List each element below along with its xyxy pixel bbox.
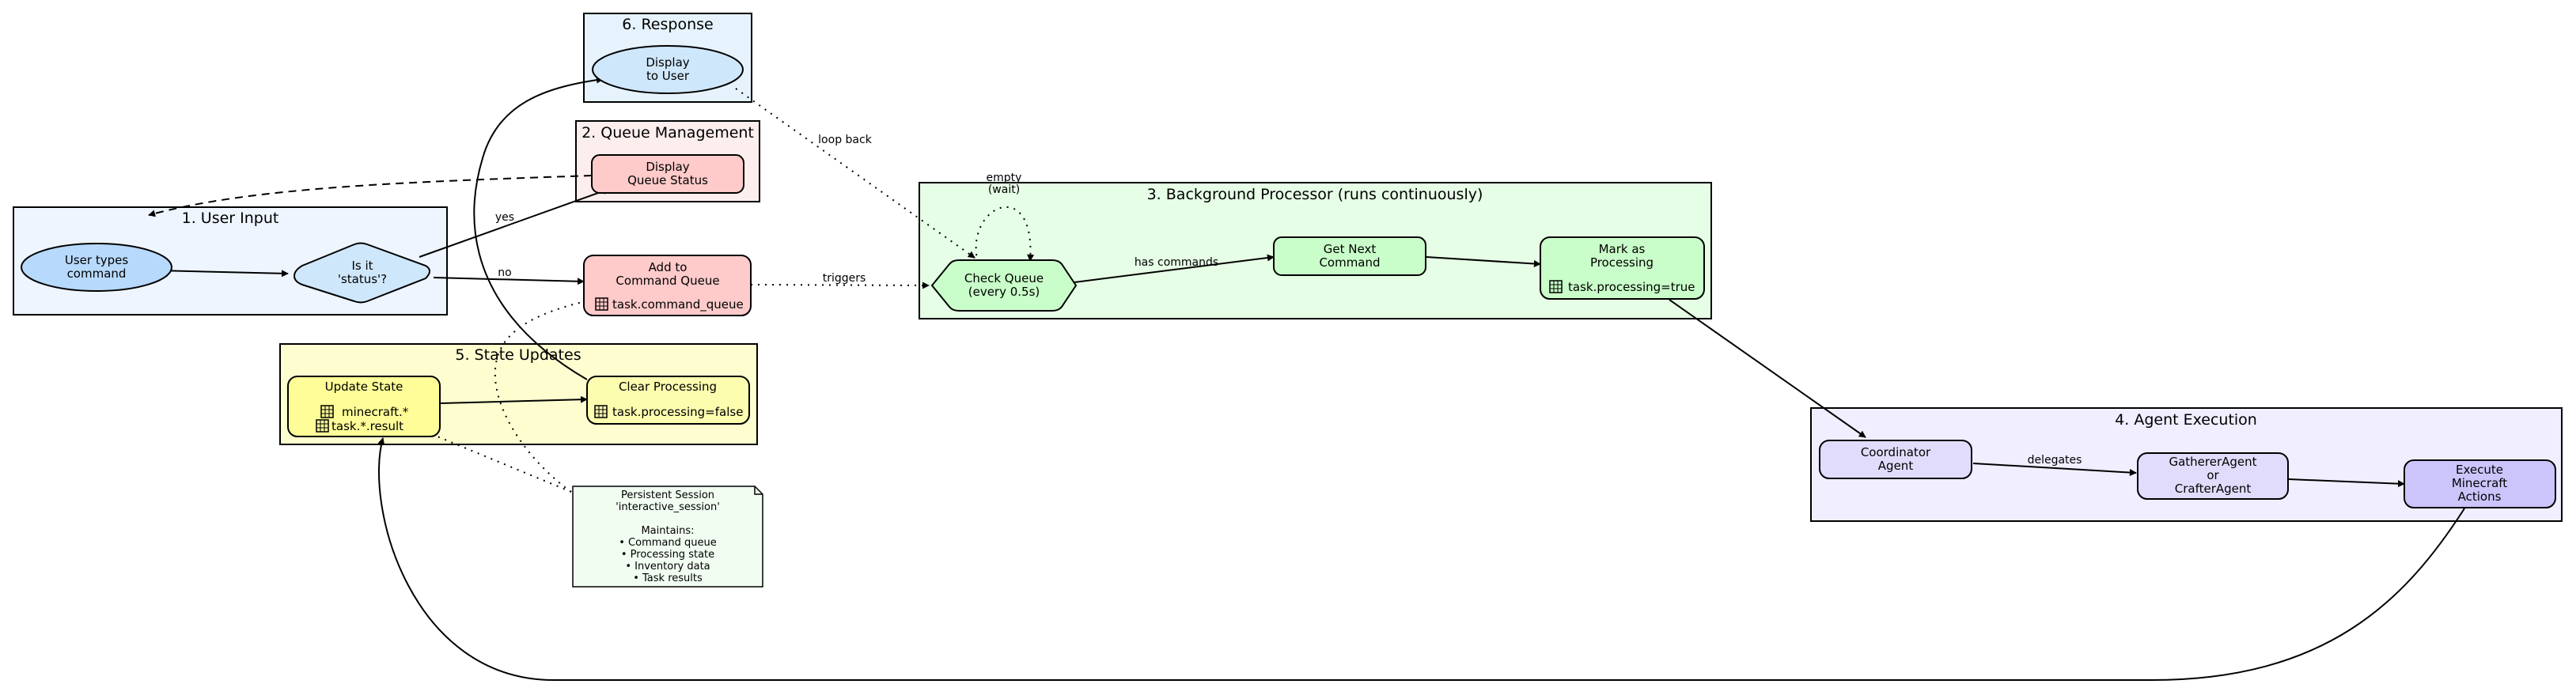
cluster-state-updates-title: 5. State Updates	[455, 346, 581, 364]
svg-text:Is it: Is it	[351, 259, 373, 273]
svg-text:Persistent Session: Persistent Session	[621, 489, 714, 501]
label-loop-back: loop back	[818, 134, 873, 146]
label-delegates: delegates	[2028, 454, 2082, 467]
edge-no	[433, 277, 585, 285]
label-has-commands: has commands	[1135, 256, 1218, 269]
cluster-background-processor-title: 3. Background Processor (runs continuous…	[1147, 186, 1483, 203]
edge-empty-loop	[975, 206, 1035, 263]
cluster-user-input-title: 1. User Input	[182, 210, 279, 227]
edge-delegates	[1972, 463, 2137, 477]
node-update-state: Update State minecraft.* task.*.result	[287, 376, 441, 437]
svg-text:• Processing state: • Processing state	[621, 549, 714, 561]
cluster-agent-execution-title: 4. Agent Execution	[2115, 411, 2257, 429]
edge-get-to-mark	[1426, 256, 1541, 267]
svg-text:(every 0.5s): (every 0.5s)	[968, 285, 1040, 299]
svg-text:task.*.result: task.*.result	[331, 419, 403, 433]
node-user-types-command: User types command	[21, 243, 172, 292]
svg-text:• Command queue: • Command queue	[619, 537, 716, 549]
svg-text:'status'?: 'status'?	[338, 272, 387, 286]
svg-text:Command: Command	[1319, 255, 1380, 270]
edge-gatherer-to-execute	[2288, 478, 2405, 488]
database-icon	[1549, 280, 1563, 293]
node-display-queue-status: Display Queue Status	[591, 154, 744, 194]
edge-mark-to-coordinator	[1669, 299, 1866, 438]
svg-text:CrafterAgent: CrafterAgent	[2175, 482, 2252, 496]
svg-text:Command Queue: Command Queue	[616, 274, 719, 288]
svg-text:Coordinator: Coordinator	[1861, 445, 1931, 459]
database-icon	[594, 405, 608, 418]
svg-text:minecraft.*: minecraft.*	[342, 405, 409, 419]
svg-text:Check Queue: Check Queue	[964, 271, 1044, 285]
svg-text:Execute: Execute	[2456, 463, 2503, 477]
cluster-queue-management-title: 2. Queue Management	[581, 124, 754, 142]
edge-clear-to-display	[473, 76, 604, 380]
svg-text:Update State: Update State	[325, 380, 403, 394]
edge-execute-to-update	[377, 437, 2465, 681]
label-triggers: triggers	[823, 272, 866, 285]
svg-text:Minecraft: Minecraft	[2452, 476, 2507, 490]
edge-note-to-queue	[494, 300, 590, 493]
svg-text:Actions: Actions	[2458, 489, 2502, 504]
svg-text:Display: Display	[646, 55, 689, 70]
svg-text:• Inventory data: • Inventory data	[625, 561, 710, 573]
svg-text:Mark as: Mark as	[1599, 242, 1646, 256]
node-coordinator-agent: Coordinator Agent	[1819, 440, 1972, 479]
svg-text:'interactive_session': 'interactive_session'	[616, 501, 720, 513]
edges	[124, 76, 2465, 681]
label-empty: empty	[987, 172, 1022, 184]
svg-text:Agent: Agent	[1878, 459, 1914, 473]
svg-text:to User: to User	[646, 69, 690, 83]
database-icon	[316, 419, 329, 433]
svg-text:Get Next: Get Next	[1324, 242, 1377, 256]
svg-text:command: command	[67, 266, 127, 281]
node-execute-minecraft-actions: Execute Minecraft Actions	[2404, 459, 2556, 508]
edge-update-to-clear	[440, 395, 588, 404]
svg-text:task.command_queue: task.command_queue	[612, 297, 744, 312]
svg-text:GathererAgent: GathererAgent	[2169, 455, 2256, 469]
svg-text:Display: Display	[646, 160, 689, 174]
svg-text:Clear Processing: Clear Processing	[619, 380, 717, 394]
svg-text:task.processing=false: task.processing=false	[612, 405, 743, 419]
database-icon	[595, 297, 608, 311]
svg-text:• Task results: • Task results	[633, 573, 703, 584]
node-add-to-command-queue: Add to Command Queue task.command_queue	[583, 255, 752, 316]
node-is-status-decision: Is it 'status'?	[293, 242, 430, 304]
svg-text:task.processing=true: task.processing=true	[1568, 280, 1695, 294]
svg-text:or: or	[2207, 468, 2219, 482]
svg-text:Maintains:: Maintains:	[641, 525, 694, 537]
note-persistent-session: Persistent Session 'interactive_session'…	[572, 486, 763, 588]
label-wait: (wait)	[988, 183, 1020, 196]
node-clear-processing: Clear Processing task.processing=false	[586, 376, 750, 425]
svg-text:Queue Status: Queue Status	[627, 173, 708, 187]
svg-text:User types: User types	[65, 253, 128, 267]
edge-yes	[419, 187, 610, 258]
database-icon	[320, 405, 334, 418]
edge-status-back-to-user	[148, 175, 593, 217]
node-mark-as-processing: Mark as Processing task.processing=true	[1540, 236, 1705, 300]
node-gatherer-crafter-agent: GathererAgent or CrafterAgent	[2137, 452, 2289, 500]
edge-has-commands	[1074, 254, 1275, 283]
node-check-queue: Check Queue (every 0.5s)	[930, 259, 1078, 312]
node-get-next-command: Get Next Command	[1273, 236, 1426, 276]
node-display-to-user: Display to User	[592, 45, 744, 94]
label-no: no	[498, 266, 511, 279]
cluster-response-title: 6. Response	[622, 16, 713, 33]
svg-text:Add to: Add to	[649, 260, 688, 274]
label-yes: yes	[495, 211, 514, 224]
svg-text:Processing: Processing	[1590, 255, 1654, 270]
